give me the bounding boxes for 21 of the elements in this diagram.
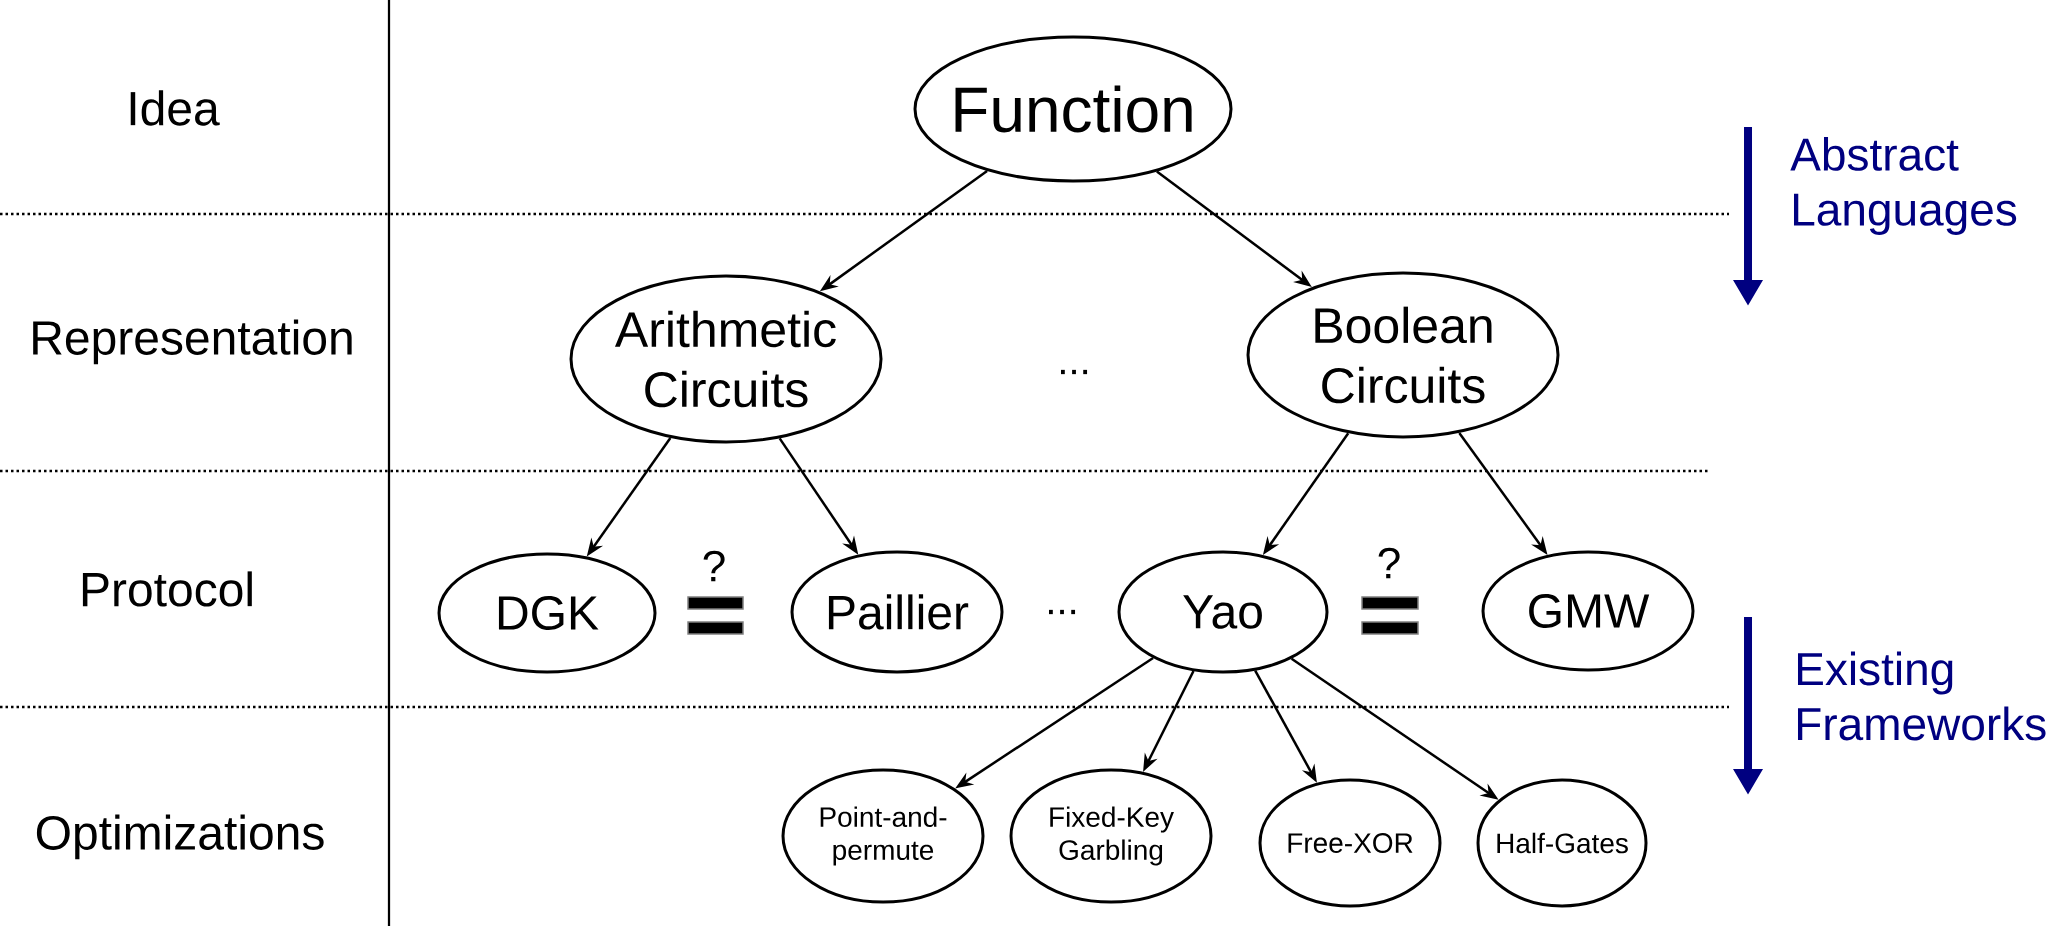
ellipse-node: Free-XOR bbox=[1258, 778, 1442, 908]
row-label: Representation bbox=[33, 319, 352, 365]
ellipse-node: Half-Gates bbox=[1476, 778, 1648, 908]
row-label: Optimizations bbox=[36, 814, 324, 860]
ellipse-node: DGK bbox=[437, 552, 657, 674]
ellipse-node: Function bbox=[913, 35, 1233, 183]
row-label: Idea bbox=[130, 90, 220, 126]
row-label: Protocol bbox=[82, 571, 252, 607]
side-note: Abstract Languages bbox=[1790, 137, 2017, 235]
ellipse-node: Yao bbox=[1117, 550, 1329, 674]
ellipse-node: Arithmetic Circuits bbox=[569, 274, 883, 444]
symbol-label: ... bbox=[1049, 609, 1076, 615]
ellipse-node: GMW bbox=[1481, 550, 1695, 672]
ellipse-node: Boolean Circuits bbox=[1246, 271, 1560, 439]
side-note: Existing Frameworks bbox=[1798, 651, 2046, 741]
ellipse-node: Point-and-permute bbox=[781, 768, 985, 904]
symbol-label: ? bbox=[703, 550, 725, 582]
ellipse-node: Fixed-Key Garbling bbox=[1009, 768, 1213, 904]
symbol-label: ? bbox=[1378, 547, 1400, 579]
ellipse-node: Paillier bbox=[790, 550, 1004, 674]
symbol-label: ... bbox=[1061, 369, 1088, 375]
